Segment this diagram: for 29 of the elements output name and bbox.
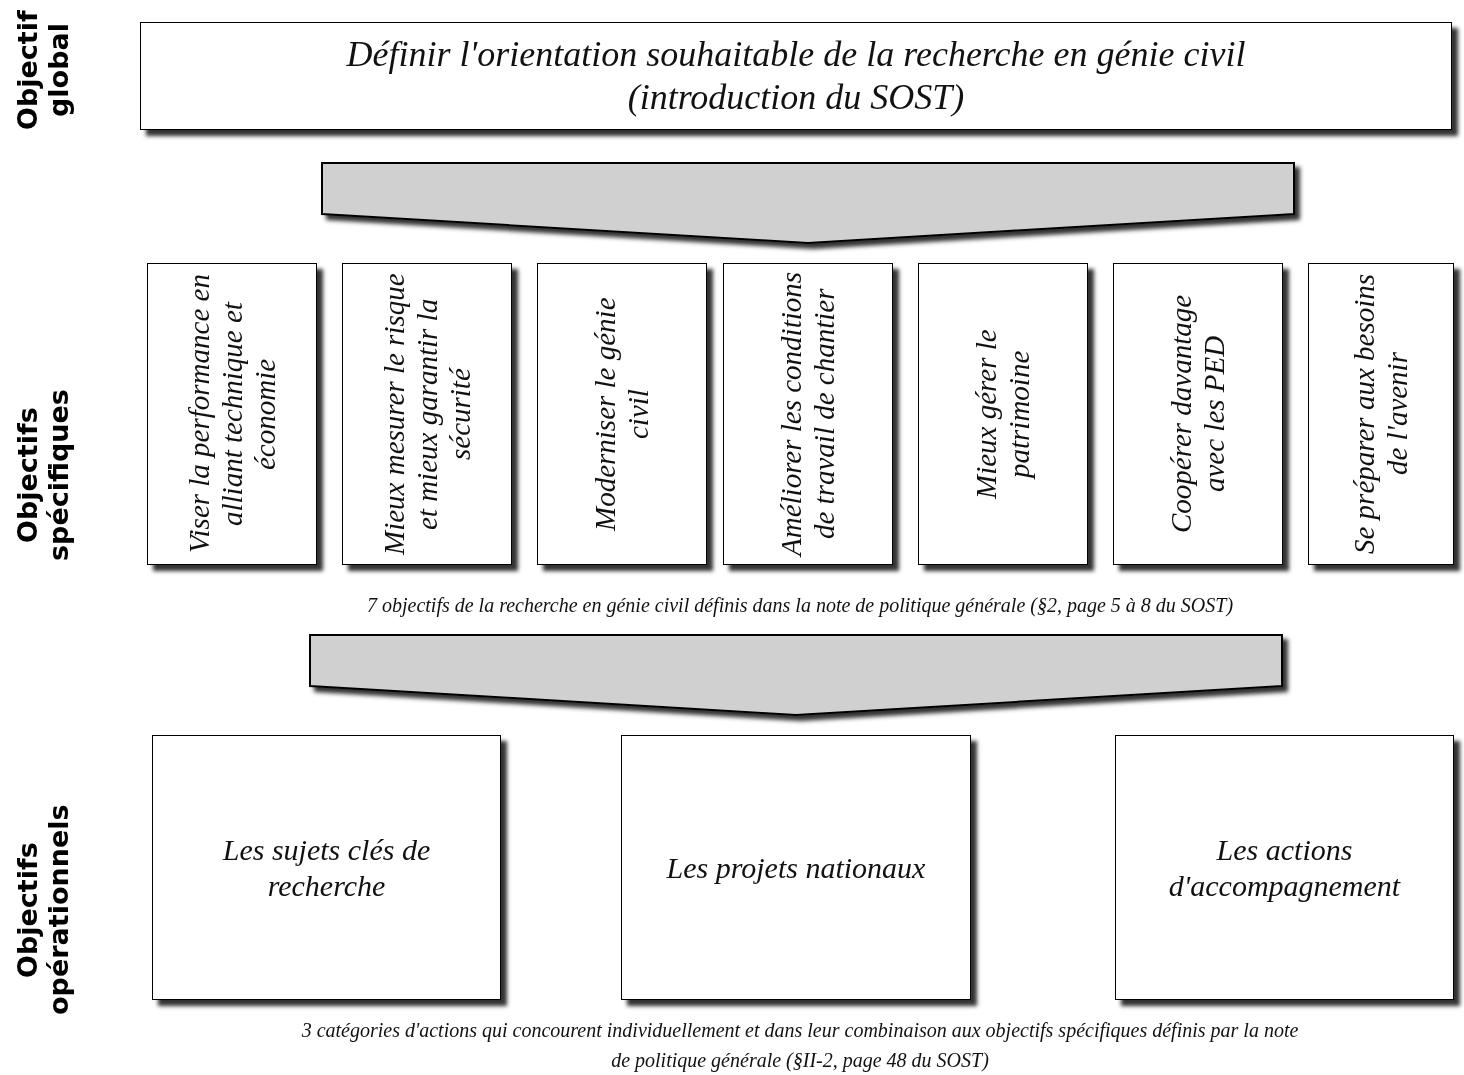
row-heading: Objectif global: [12, 10, 74, 130]
caption-text: 3 catégories d'actions qui concourent individuellement et dans leur combinaison aux objectifs spécifiques définis par la note de politique générale (§II-2, page 48 du SOST): [300, 1018, 1300, 1074]
caption-text: 7 objectifs de la recherche en génie civil définis dans la note de politique générale (§2, page 5 à 8 du SOST): [365, 593, 1235, 619]
objective-text: Se préparer aux besoins de l'avenir: [1348, 273, 1414, 556]
objective-text: Les sujets clés de recherche: [221, 831, 432, 904]
objective-text: Mieux mesurer le risque et mieux garantir la sécurité: [377, 272, 477, 558]
objective-text: Moderniser le génie civil: [589, 296, 655, 534]
action-box: [152, 735, 501, 1000]
objective-box: [140, 22, 1452, 130]
chevron-arrow: [309, 634, 1283, 716]
objective-text: Mieux gérer le patrimoine: [970, 328, 1036, 502]
objective-text: Définir l'orientation souhaitable de la recherche en génie civil (introduction du SOST): [345, 32, 1247, 119]
objective-box: [147, 263, 317, 565]
row-heading: Objectifs spécifiques: [12, 388, 74, 563]
objective-box: [1113, 263, 1283, 565]
objective-box: [723, 263, 893, 565]
objective-text: Améliorer les conditions de travail de chantier: [775, 270, 841, 559]
objective-box: [537, 263, 707, 565]
row-heading: Objectifs opérationnels: [12, 803, 74, 1018]
chevron-arrow: [321, 162, 1295, 244]
objective-text: Les actions d'accompagnement: [1167, 831, 1402, 904]
action-box: [1115, 735, 1454, 1000]
objective-text: Les projets nationaux: [665, 849, 927, 886]
objective-box: [1308, 263, 1454, 565]
action-box: [621, 735, 971, 1000]
objective-box: [342, 263, 512, 565]
objective-text: Viser la performance en alliant technique et économie: [182, 273, 282, 556]
objective-box: [918, 263, 1088, 565]
objective-text: Coopérer davantage avec les PED: [1165, 293, 1231, 536]
